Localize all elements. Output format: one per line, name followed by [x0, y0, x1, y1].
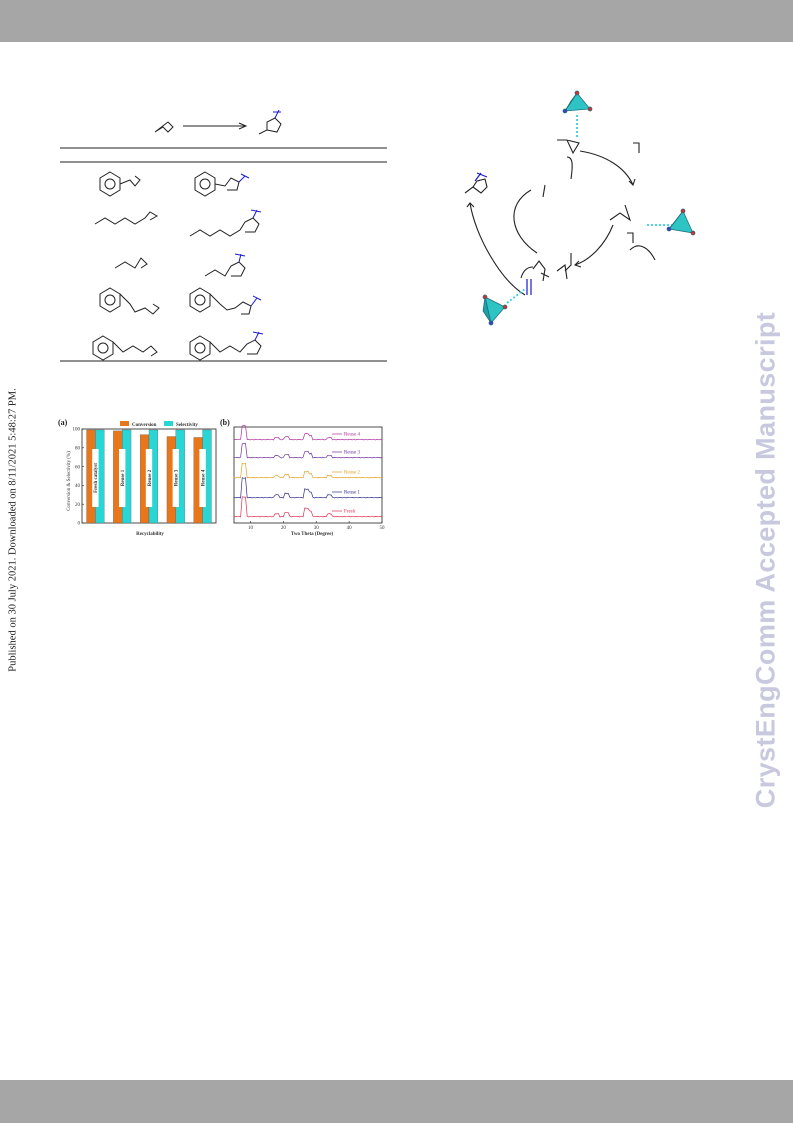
trace-label: Reuse 4 — [344, 433, 360, 438]
mof-node-icon — [562, 90, 593, 114]
pxrd-trace — [233, 424, 383, 441]
inner-arc — [513, 189, 538, 254]
substrate-table — [60, 109, 387, 362]
epoxide-structure — [154, 121, 174, 133]
mof-node-icon — [482, 294, 508, 326]
cycle-arrow — [579, 150, 634, 186]
pxrd-pattern-chart: (b) Two Theta (Degree) 10 20 30 40 50 Reuse 4… — [220, 418, 386, 537]
cycle-arrow — [469, 202, 526, 296]
trace-label: Reuse 3 — [344, 451, 360, 456]
catalytic-cycle-diagram — [464, 90, 696, 326]
y-tick-label: 20 — [75, 503, 81, 508]
panel-label-a: (a) — [58, 418, 68, 427]
epoxide-structure — [557, 139, 580, 155]
bar-category-label: Reuse 2 — [148, 469, 153, 486]
x-axis-label: Recyclability — [136, 532, 164, 537]
y-axis-label: Conversion & Selectivity (%) — [67, 451, 72, 511]
bar-category-label: Fresh catalyst — [94, 463, 99, 493]
y-tick-label: 40 — [75, 484, 81, 489]
bar-label-box — [145, 449, 153, 507]
watermark-text: CrystEngComm Accepted Manuscript — [750, 311, 781, 809]
coordination-bonds — [506, 115, 673, 304]
legend-swatch-conversion — [120, 421, 129, 426]
trace-label: Fresh — [344, 510, 356, 515]
bar-label-box — [172, 449, 179, 507]
mof-node-icon — [666, 208, 696, 236]
recyclability-bar-chart: (a) Conversion & Selectivity (%) Recycla… — [58, 418, 217, 537]
publication-stamp-text: Published on 30 July 2021. Downloaded on… — [7, 388, 19, 672]
benzene-ring — [189, 287, 211, 313]
y-tick-label: 100 — [73, 428, 81, 433]
bar-category-label: Reuse 4 — [201, 469, 206, 486]
product-structure — [464, 178, 488, 194]
x-tick-label: 10 — [248, 526, 254, 531]
carbonyl-groups — [234, 109, 281, 341]
pxrd-trace — [233, 462, 383, 479]
legend-selectivity: Selectivity — [176, 423, 198, 428]
benzene-ring — [99, 171, 121, 197]
inner-arc — [542, 156, 573, 198]
header-band — [0, 0, 793, 42]
cycle-arrow — [574, 224, 614, 266]
benzene-ring — [92, 335, 114, 361]
bar-category-label: Reuse 1 — [121, 469, 126, 486]
bar-label-box — [119, 449, 126, 507]
bar-category-label: Reuse 3 — [175, 469, 180, 486]
y-tick-label: 60 — [75, 465, 81, 470]
plot-frame — [233, 426, 383, 524]
bar-label-box — [92, 449, 99, 507]
x-tick-label: 20 — [281, 526, 287, 531]
benzene-ring — [99, 287, 121, 313]
product-structure — [258, 117, 282, 135]
bar-label-box — [199, 449, 206, 507]
legend: Conversion Selectivity — [120, 421, 198, 428]
reaction-arrowhead — [238, 122, 248, 130]
pxrd-trace — [233, 443, 383, 459]
pxrd-trace — [233, 477, 383, 499]
x-tick-label: 50 — [380, 526, 386, 531]
panel-label-b: (b) — [220, 418, 230, 427]
trace-label: Reuse 1 — [344, 491, 360, 496]
y-tick-label: 80 — [75, 447, 81, 452]
x-tick-label: 40 — [347, 526, 353, 531]
benzene-ring — [194, 171, 216, 197]
footer-band — [0, 1080, 793, 1123]
x-tick-label: 30 — [314, 526, 320, 531]
benzene-ring — [189, 335, 211, 361]
trace-label: Reuse 2 — [344, 471, 360, 476]
x-axis-label: Two Theta (Degree) — [291, 532, 334, 537]
y-tick-label: 0 — [78, 522, 81, 527]
pxrd-trace — [233, 496, 383, 518]
legend-swatch-selectivity — [164, 421, 173, 426]
legend-conversion: Conversion — [132, 423, 157, 428]
